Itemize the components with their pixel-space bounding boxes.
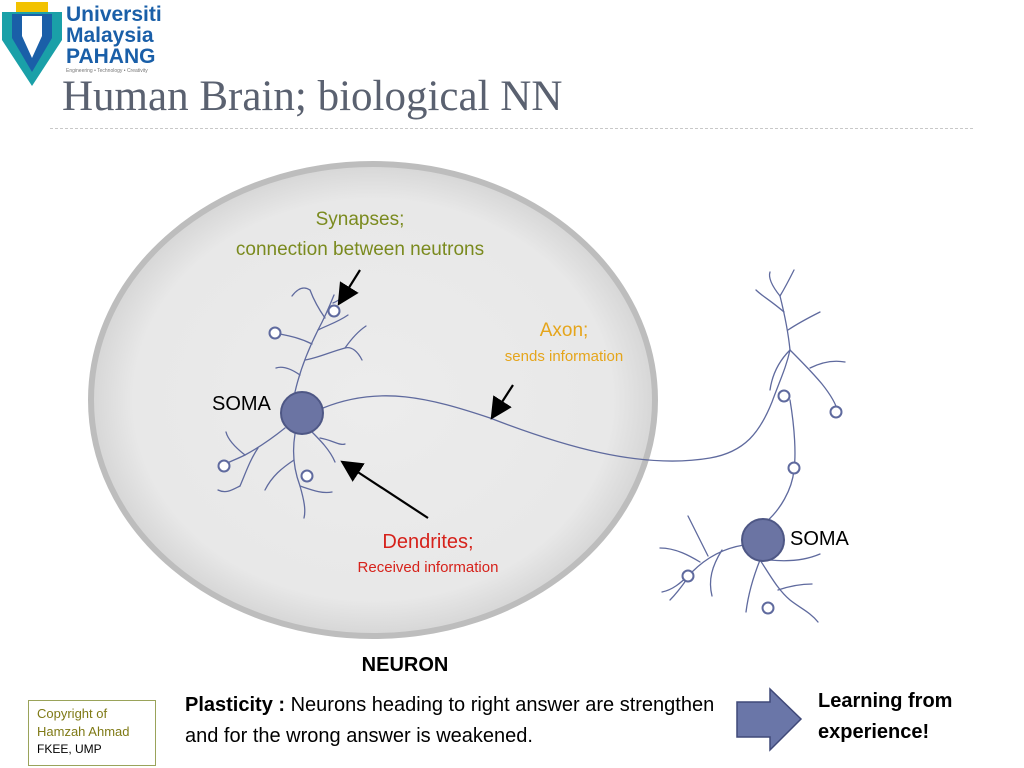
synapse-terminal <box>787 461 801 475</box>
neuron-caption: NEURON <box>361 654 449 676</box>
synapse-pointer-arrow <box>337 269 361 306</box>
logo-text: Universiti Malaysia PAHANG Engineering •… <box>66 4 162 75</box>
copyright-line2: Hamzah Ahmad <box>37 724 130 739</box>
axon-line <box>322 349 791 462</box>
right-lower-dendrites <box>659 515 821 623</box>
copyright-line1: Copyright of <box>37 706 108 721</box>
dendrites-label: Dendrites; Received information <box>330 529 526 581</box>
synapse-terminal <box>300 469 314 483</box>
logo-line3: PAHANG <box>66 45 156 68</box>
synapses-title: Synapses; <box>315 209 405 230</box>
logo-line1: Universiti <box>66 3 162 26</box>
axon-label: Axon; sends information <box>485 318 643 370</box>
synapse-terminal <box>327 304 341 318</box>
university-logo: Universiti Malaysia PAHANG Engineering •… <box>0 0 190 90</box>
page-title: Human Brain; biological NN <box>62 73 563 120</box>
axon-desc: sends information <box>504 348 624 365</box>
dendrites-desc: Received information <box>357 559 499 576</box>
right-upper-dendrites <box>755 269 846 413</box>
soma-left-body <box>280 391 324 435</box>
logo-tagline: Engineering • Technology • Creativity <box>66 68 148 74</box>
synapse-terminal <box>268 326 282 340</box>
result-arrow <box>736 687 803 752</box>
soma-right-body <box>741 518 785 562</box>
soma-right-label: SOMA <box>790 528 849 550</box>
logo-line2: Malaysia <box>66 24 154 47</box>
axon-pointer-arrow <box>490 384 514 420</box>
copyright-line3: FKEE, UMP <box>37 742 102 756</box>
plasticity-description: Neurons heading to right answer are stre… <box>185 694 715 747</box>
synapses-label: Synapses; connection between neutrons <box>190 205 530 265</box>
left-lower-dendrites <box>217 427 346 519</box>
plasticity-label: Plasticity : <box>185 694 286 716</box>
left-upper-dendrites <box>275 287 367 393</box>
synapse-terminal <box>761 601 775 615</box>
synapse-terminal <box>217 459 231 473</box>
shield-icon <box>2 2 62 86</box>
right-connector <box>765 399 796 523</box>
dendrite-pointer-arrow <box>340 460 429 519</box>
soma-left-label: SOMA <box>212 393 271 415</box>
dendrites-title: Dendrites; <box>382 531 474 553</box>
conclusion-text: Learning from experience! <box>818 690 953 743</box>
synapse-terminal <box>829 405 843 419</box>
synapses-desc: connection between neutrons <box>235 239 485 260</box>
brain-oval <box>88 161 658 639</box>
axon-title: Axon; <box>539 320 589 341</box>
synapse-terminal <box>777 389 791 403</box>
synapse-terminal <box>681 569 695 583</box>
plasticity-text: Plasticity : Neurons heading to right an… <box>185 690 730 752</box>
title-divider <box>50 128 973 129</box>
copyright-box: Copyright of Hamzah Ahmad FKEE, UMP <box>28 700 156 766</box>
